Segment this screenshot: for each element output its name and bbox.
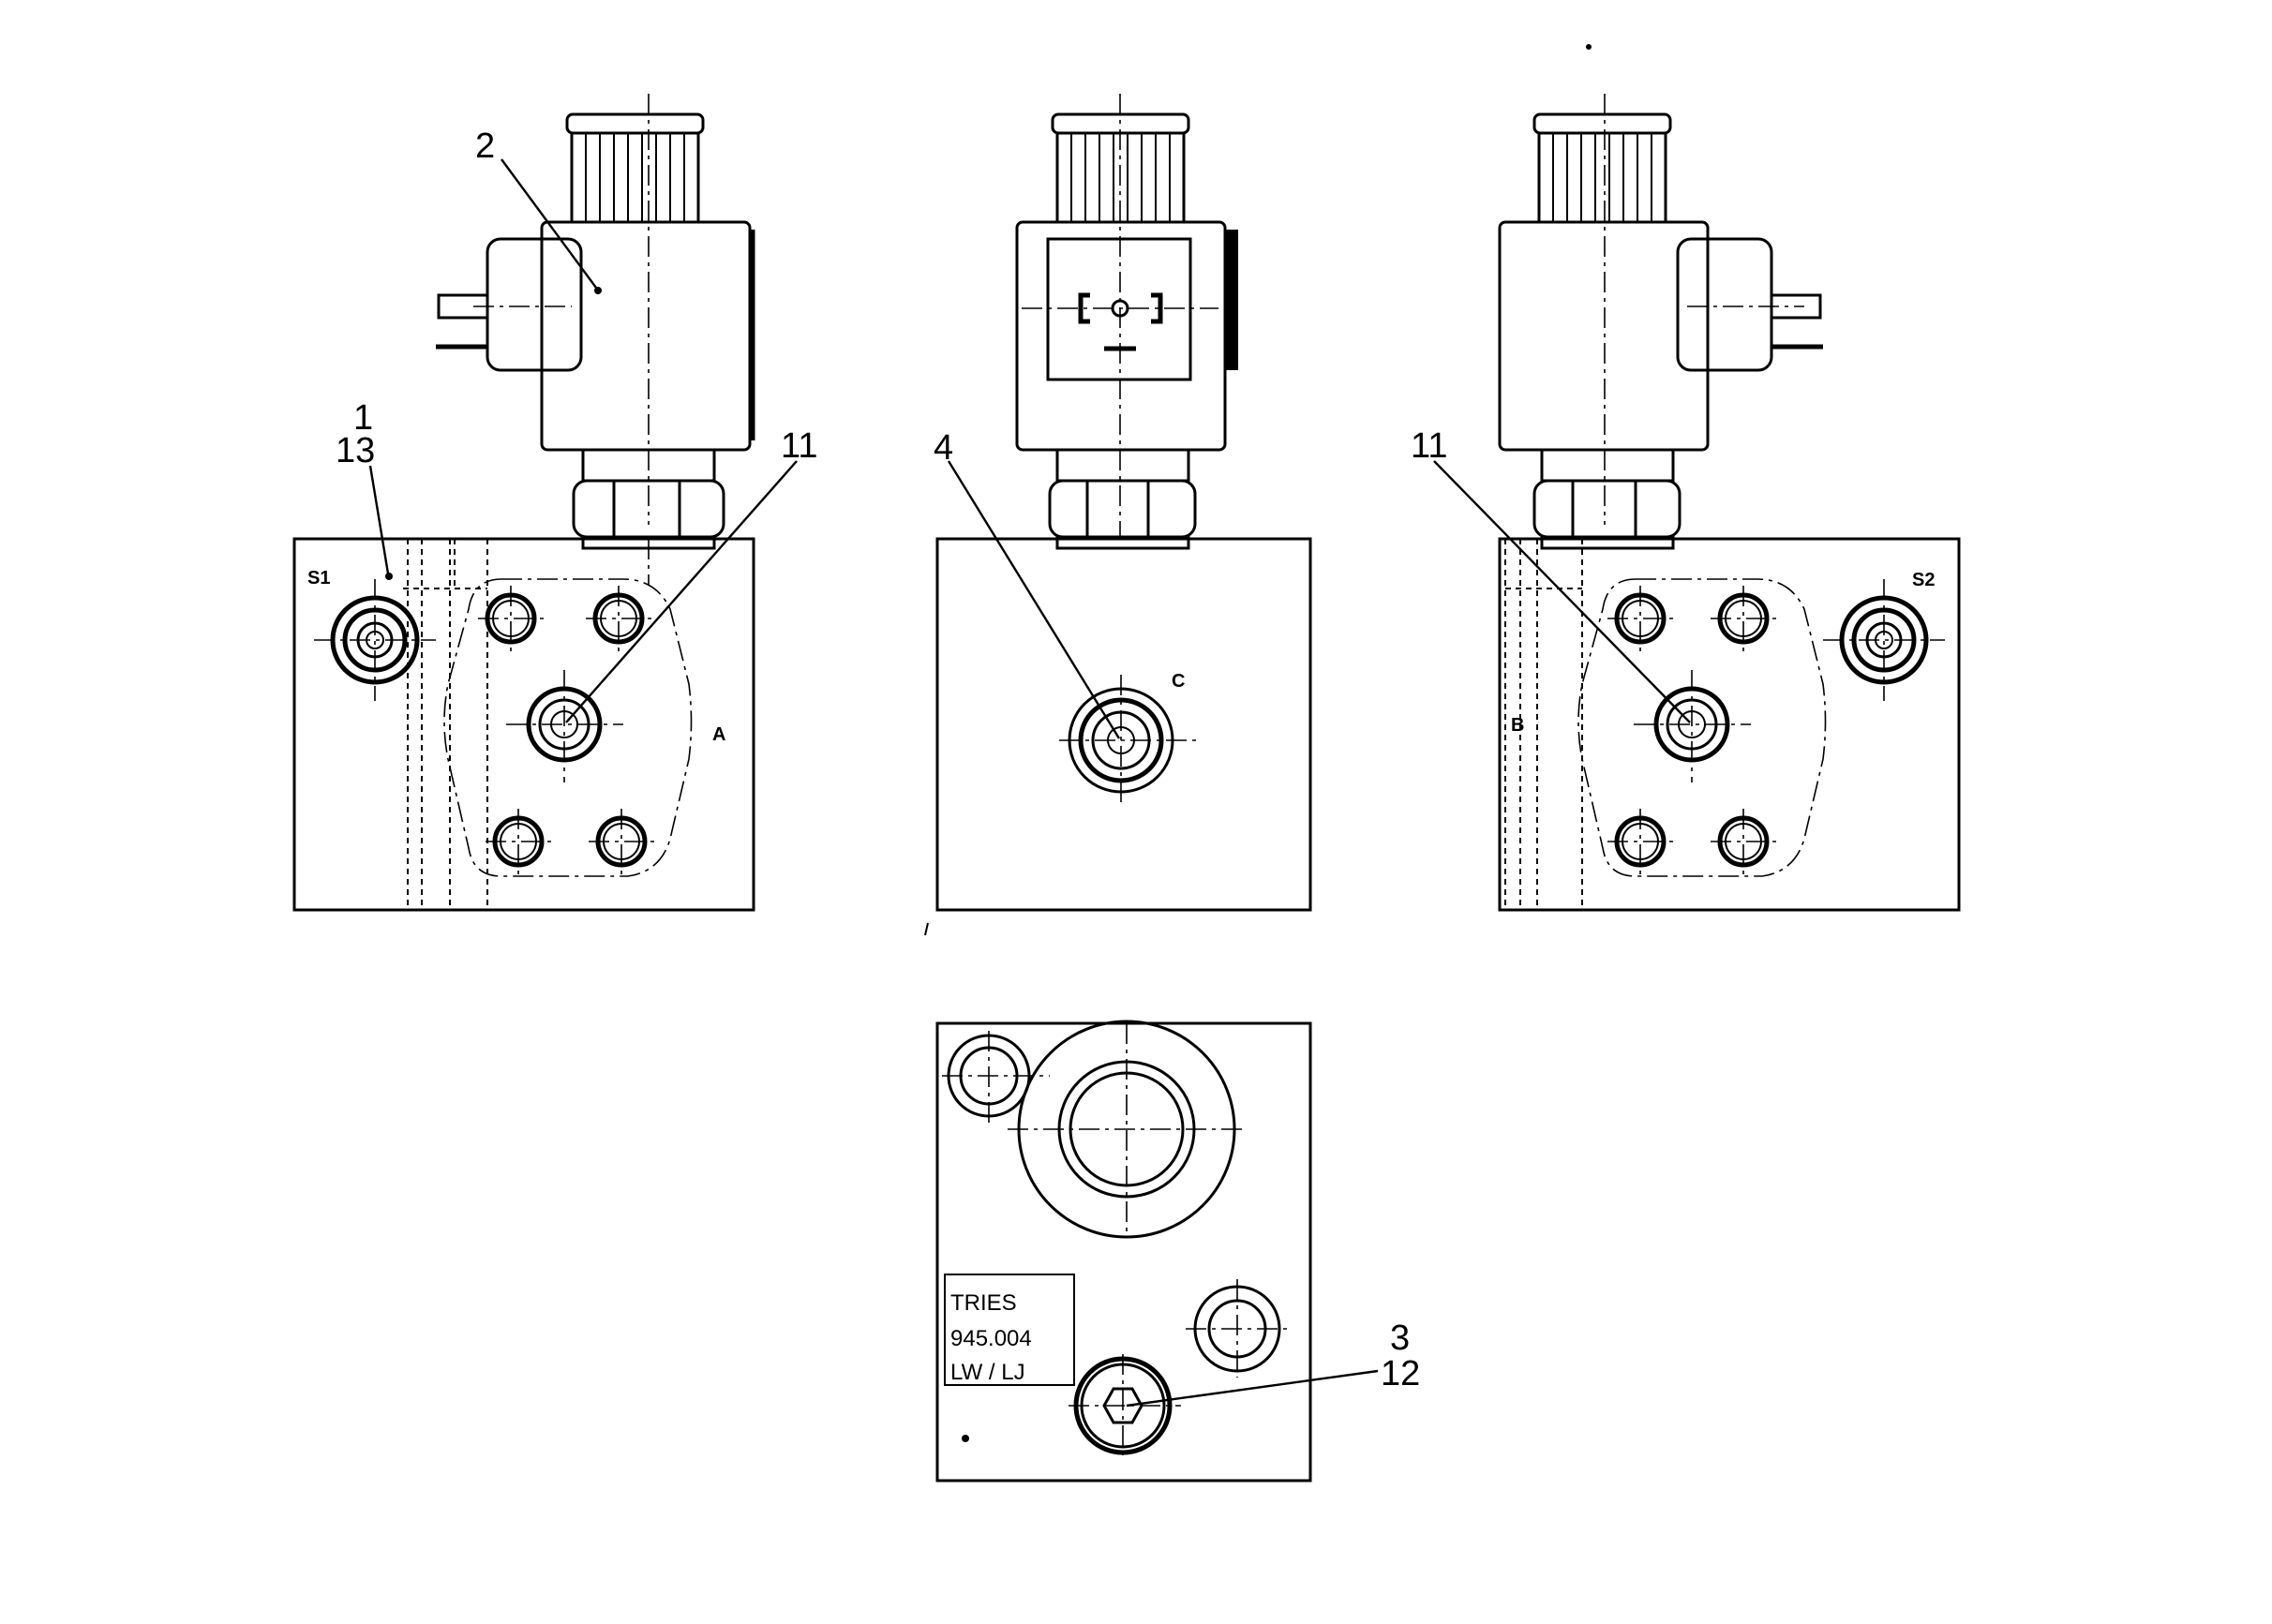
center-view: C: [935, 94, 1312, 912]
right-port-s2: [1823, 579, 1945, 701]
callout-1: 1: [353, 398, 373, 438]
right-bolt-holes: [1607, 586, 1776, 874]
label-port-b: B: [1511, 715, 1524, 736]
left-port-a: [506, 670, 623, 782]
label-port-s2: S2: [1912, 570, 1935, 590]
left-view: S1 A: [292, 94, 755, 912]
callout-3: 3: [1390, 1319, 1410, 1358]
label-port-s1: S1: [307, 568, 330, 589]
right-connector-plug: [1676, 237, 1823, 372]
right-port-b: [1634, 670, 1751, 782]
right-view: B S2: [1498, 94, 1961, 912]
callout-11-right: 11: [1411, 426, 1447, 466]
left-bolt-holes: [478, 586, 654, 874]
bottom-small-bore: [942, 1031, 1050, 1125]
center-connector-face: [1046, 237, 1192, 381]
nameplate-line-2: 945.004: [950, 1326, 1032, 1351]
nameplate: TRIES 945.004 LW / LJ: [944, 1274, 1075, 1386]
callout-11-left: 11: [781, 426, 817, 466]
right-hex-nut: [1532, 479, 1682, 539]
label-port-a: A: [712, 724, 725, 745]
callout-12: 12: [1381, 1354, 1420, 1393]
callout-4: 4: [934, 428, 953, 468]
label-port-c: C: [1172, 671, 1185, 692]
left-valve-block: [292, 537, 755, 912]
left-knurled-cap: [565, 112, 705, 224]
callout-13: 13: [336, 431, 375, 470]
bottom-view: TRIES 945.004 LW / LJ: [935, 1020, 1312, 1482]
callouts: 2 1 13 11 4 11 3 12: [336, 127, 1691, 1408]
center-port-c: [1059, 675, 1200, 806]
nameplate-line-3: LW / LJ: [950, 1360, 1025, 1385]
left-port-s1: [314, 579, 436, 701]
callout-2: 2: [475, 127, 495, 166]
bottom-mid-bore: [1186, 1279, 1289, 1378]
right-valve-block: [1498, 537, 1961, 912]
bottom-hex-plug: [1069, 1354, 1181, 1457]
right-knurled-cap: [1532, 112, 1672, 224]
bottom-valve-block: [935, 1021, 1312, 1482]
left-connector-plug: [436, 237, 583, 372]
nameplate-line-1: TRIES: [950, 1290, 1017, 1316]
center-hex-nut: [1048, 479, 1197, 539]
center-coil-side-bar: [1225, 230, 1238, 370]
center-valve-block: [935, 537, 1312, 912]
bottom-large-bore: [1008, 1020, 1242, 1239]
